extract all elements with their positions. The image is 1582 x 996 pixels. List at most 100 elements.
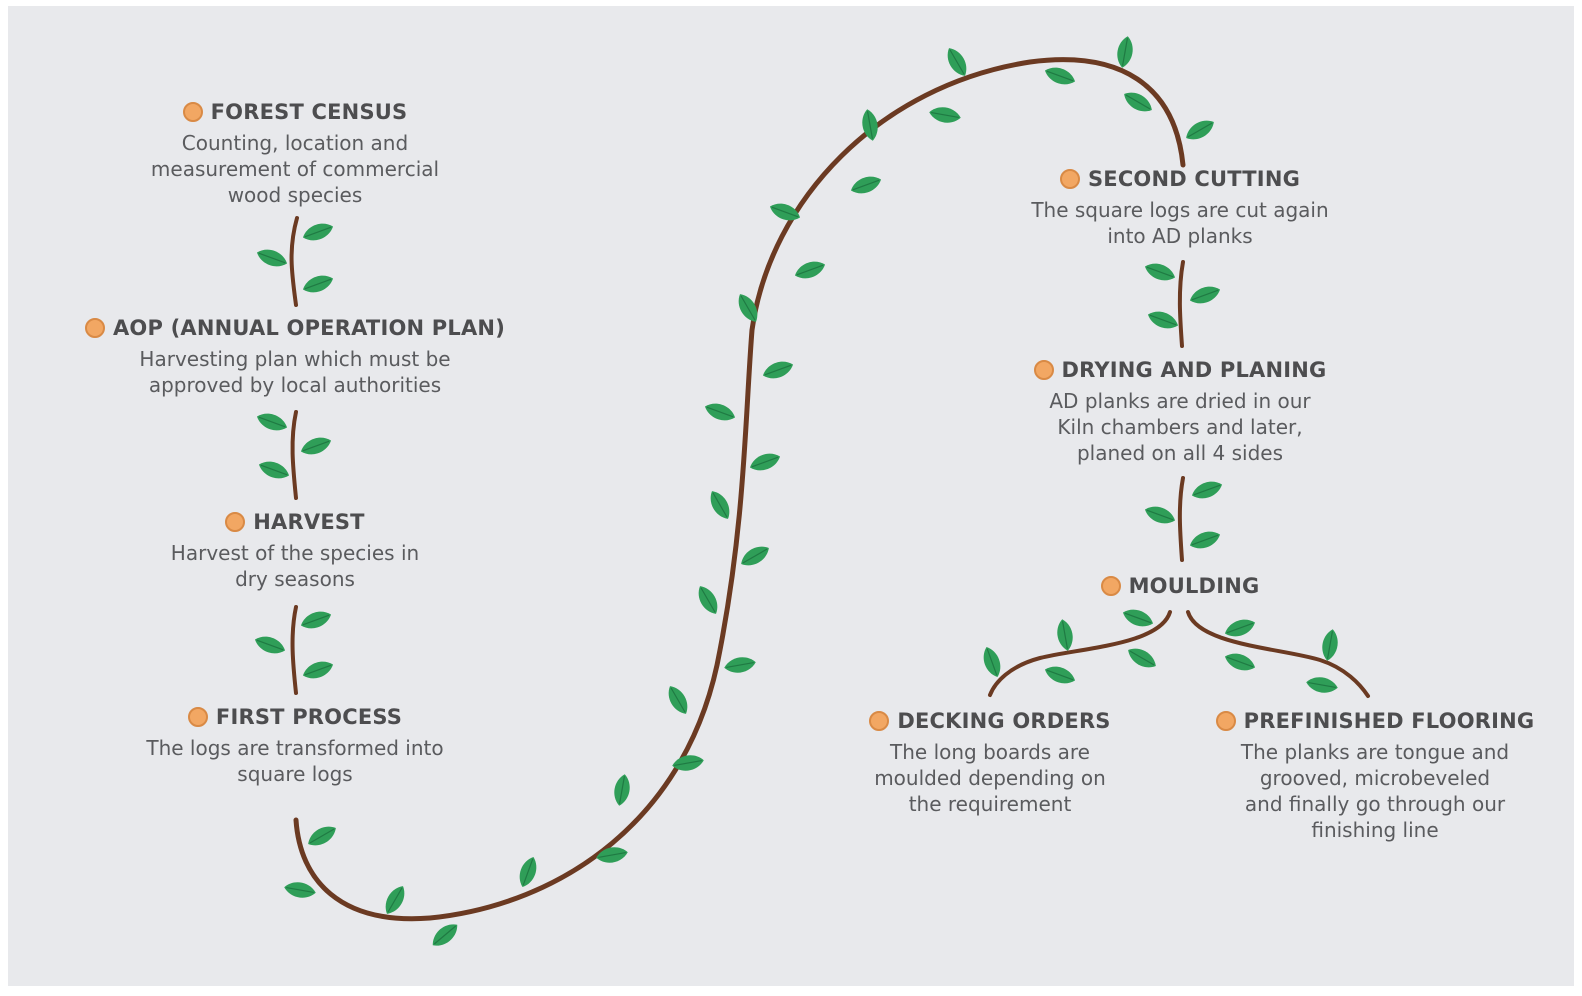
description-line: wood species [227, 183, 363, 207]
bullet-dot-icon [869, 711, 890, 731]
description-line: AD planks are dried in our [1049, 389, 1311, 413]
bullet-dot-icon [1215, 711, 1236, 731]
leaf-icon [300, 611, 332, 629]
title-text: HARVEST [253, 510, 365, 534]
bullet-dot-icon [182, 102, 203, 122]
leaf-icon [1044, 67, 1076, 85]
leaf-icon [862, 109, 878, 141]
step-title: AOP (ANNUAL OPERATION PLAN) [30, 316, 560, 340]
description-line: The planks are tongue and [1240, 740, 1510, 764]
description-line: The long boards are [890, 740, 1090, 764]
step-aop: AOP (ANNUAL OPERATION PLAN) Harvesting p… [30, 316, 560, 398]
leaf-icon [1306, 677, 1338, 693]
description-line: measurement of commercial [150, 157, 440, 181]
description-line: Counting, location and [181, 131, 409, 155]
main-vine-stem [293, 57, 1186, 922]
leaf-icon [385, 886, 405, 914]
leaf-icon [302, 661, 334, 679]
step-second-cutting: SECOND CUTTING The square logs are cut a… [965, 167, 1395, 249]
description-line: The square logs are cut again [1031, 198, 1329, 222]
leaf-icon [1128, 648, 1156, 668]
leaf-icon [1189, 286, 1221, 304]
leaf-icon [710, 491, 730, 519]
branch-stem-left [988, 610, 1172, 697]
step-harvest: HARVEST Harvest of the species in dry se… [95, 510, 495, 592]
description-line: Harvesting plan which must be [139, 347, 451, 371]
title-text: SECOND CUTTING [1087, 167, 1301, 191]
title-text: DRYING AND PLANING [1061, 358, 1327, 382]
leaf-icon [300, 437, 332, 455]
step-description: Harvesting plan which must be approved b… [30, 346, 560, 398]
step-drying-planing: DRYING AND PLANING AD planks are dried i… [975, 358, 1385, 466]
leaf-icon [698, 586, 718, 614]
leaf-icon [1186, 120, 1214, 140]
leaf-icon [1124, 92, 1152, 112]
bullet-dot-icon [84, 318, 105, 338]
leaf-icon [947, 48, 967, 76]
bullet-dot-icon [187, 707, 208, 727]
description-line: planed on all 4 sides [1076, 441, 1283, 465]
bullet-dot-icon [225, 512, 246, 532]
diagram-background [8, 6, 1574, 986]
leaf-icon [1144, 263, 1176, 281]
step-title: DECKING ORDERS [815, 709, 1165, 733]
leaf-icon [256, 413, 288, 431]
leaf-icon [668, 686, 688, 714]
leaf-icon [1057, 619, 1073, 651]
description-line: The logs are transformed into [146, 736, 444, 760]
step-title: PREFINISHED FLOORING [1180, 709, 1570, 733]
connector-stem-3 [290, 605, 298, 695]
leaf-icon [850, 176, 882, 194]
step-title: MOULDING [1065, 574, 1295, 598]
step-first-process: FIRST PROCESS The logs are transformed i… [75, 705, 515, 787]
leaf-icon [724, 657, 756, 673]
leaf-icon [614, 774, 630, 806]
leaf-icon [308, 826, 336, 846]
step-title: HARVEST [95, 510, 495, 534]
step-title: DRYING AND PLANING [975, 358, 1385, 382]
leaf-icon [284, 882, 316, 898]
leaf-icon [762, 361, 794, 379]
leaf-icon [704, 403, 736, 421]
step-title: SECOND CUTTING [965, 167, 1395, 191]
leaf-icon [1224, 653, 1256, 671]
step-description: Counting, location and measurement of co… [95, 130, 495, 208]
description-line: grooved, microbeveled [1259, 766, 1491, 790]
connector-stem-4 [1177, 260, 1185, 348]
leaf-icon [302, 223, 334, 241]
step-description: The long boards are moulded depending on… [815, 739, 1165, 817]
connector-stem-5 [1177, 476, 1185, 562]
description-line: Harvest of the species in [170, 541, 420, 565]
description-line: square logs [237, 762, 353, 786]
title-text: AOP (ANNUAL OPERATION PLAN) [112, 316, 505, 340]
step-title: FIRST PROCESS [75, 705, 515, 729]
leaf-icon [256, 249, 288, 267]
leaf-icon [1322, 629, 1338, 661]
title-text: DECKING ORDERS [897, 709, 1111, 733]
step-forest-census: FOREST CENSUS Counting, location and mea… [95, 100, 495, 208]
title-text: MOULDING [1128, 574, 1260, 598]
leaf-icon [1044, 666, 1076, 684]
leaf-icon [1189, 531, 1221, 549]
leaf-icon [738, 294, 758, 322]
leaf-icon [794, 261, 826, 279]
description-line: approved by local authorities [148, 373, 442, 397]
bullet-dot-icon [1100, 576, 1121, 596]
step-description: Harvest of the species in dry seasons [95, 540, 495, 592]
leaf-icon [1117, 36, 1133, 68]
step-description: The logs are transformed into square log… [75, 735, 515, 787]
leaf-icon [741, 546, 769, 566]
leaf-icon [1144, 506, 1176, 524]
title-text: FOREST CENSUS [210, 100, 408, 124]
description-line: dry seasons [235, 567, 355, 591]
description-line: finishing line [1311, 818, 1439, 842]
step-decking-orders: DECKING ORDERS The long boards are mould… [815, 709, 1165, 817]
step-description: AD planks are dried in our Kiln chambers… [975, 388, 1385, 466]
step-title: FOREST CENSUS [95, 100, 495, 124]
leaf-icon [519, 856, 537, 888]
leaf-icon [596, 847, 628, 863]
leaf-icon [749, 453, 781, 471]
leaf-icon [302, 275, 334, 293]
leaf-icon [672, 755, 704, 771]
